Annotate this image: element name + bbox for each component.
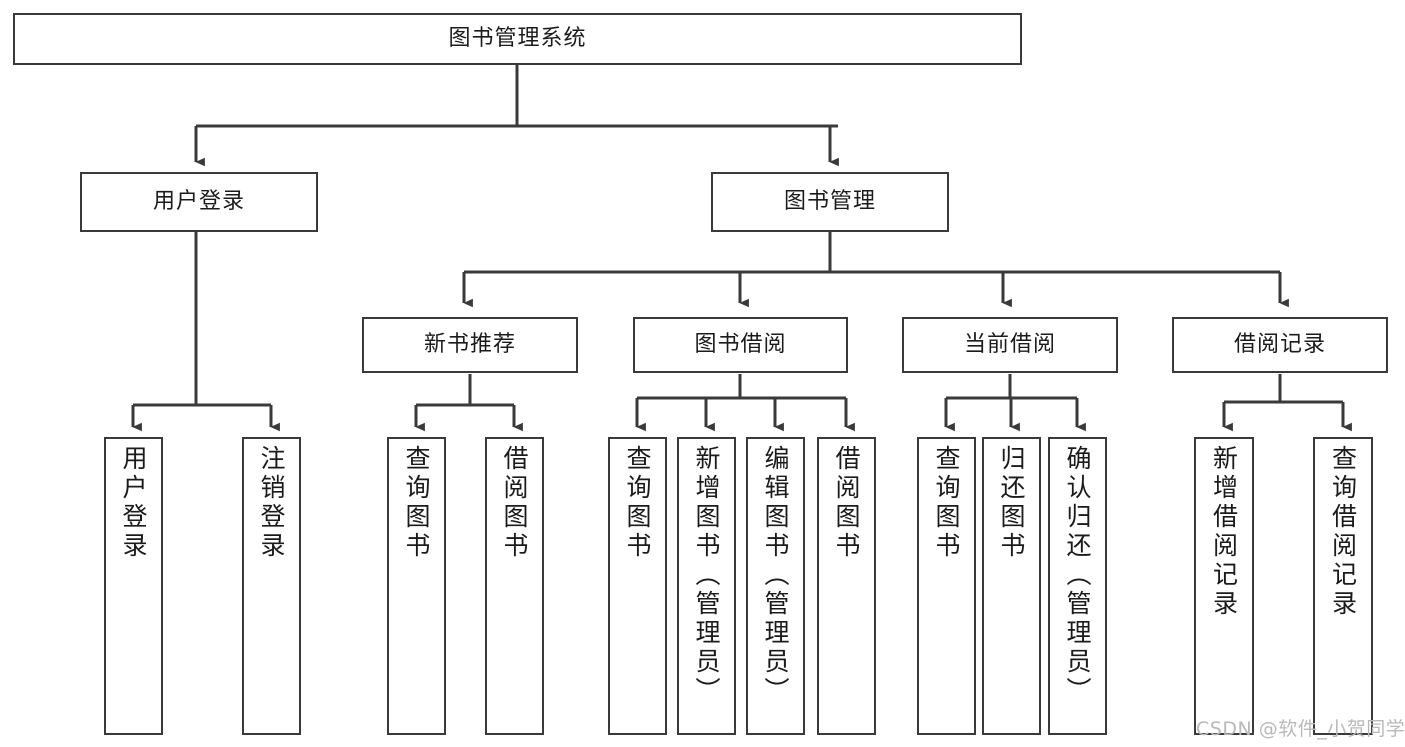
node-label: 编辑图书（管理员） [761, 445, 790, 706]
node-label: 查询图书 [932, 445, 961, 561]
node-label: 图书管理系统 [448, 25, 587, 51]
node-label: 图书借阅 [694, 331, 787, 357]
node-new-book-recommendation[interactable]: 新书推荐 [362, 317, 578, 373]
node-label: 查询图书 [623, 445, 652, 561]
node-leaf-confirm-return[interactable]: 确认归还（管理员） [1048, 437, 1107, 735]
node-label: 用户登录 [152, 188, 245, 214]
node-label: 借阅图书 [500, 445, 529, 561]
node-label: 借阅记录 [1233, 331, 1326, 357]
node-label: 新增借阅记录 [1209, 445, 1239, 619]
node-label: 查询借阅记录 [1328, 445, 1358, 619]
node-leaf-query-book-b[interactable]: 查询图书 [608, 437, 667, 735]
node-book-borrowing[interactable]: 图书借阅 [633, 317, 848, 373]
node-leaf-query-book-c[interactable]: 查询图书 [917, 437, 976, 735]
node-root-book-management-system[interactable]: 图书管理系统 [13, 13, 1022, 65]
node-label: 图书管理 [783, 188, 876, 214]
node-leaf-borrow-book-a[interactable]: 借阅图书 [485, 437, 544, 735]
csdn-watermark: CSDN @软件_小贺同学 [1196, 718, 1405, 740]
node-leaf-logout[interactable]: 注销登录 [242, 437, 301, 735]
node-label: 新增图书（管理员） [692, 445, 721, 706]
node-leaf-return-book[interactable]: 归还图书 [982, 437, 1041, 735]
node-label: 归还图书 [997, 445, 1026, 561]
node-leaf-add-borrow-record[interactable]: 新增借阅记录 [1194, 437, 1254, 735]
node-leaf-query-book-a[interactable]: 查询图书 [387, 437, 446, 735]
node-leaf-edit-book[interactable]: 编辑图书（管理员） [746, 437, 805, 735]
node-label: 确认归还（管理员） [1063, 445, 1092, 706]
node-user-login[interactable]: 用户登录 [80, 172, 318, 232]
node-book-management[interactable]: 图书管理 [711, 172, 949, 232]
node-label: 借阅图书 [832, 445, 861, 561]
node-leaf-borrow-book-b[interactable]: 借阅图书 [817, 437, 876, 735]
node-leaf-add-book[interactable]: 新增图书（管理员） [677, 437, 736, 735]
node-leaf-query-borrow-record[interactable]: 查询借阅记录 [1313, 437, 1373, 735]
node-label: 当前借阅 [963, 331, 1056, 357]
node-label: 新书推荐 [423, 331, 516, 357]
node-borrowing-record[interactable]: 借阅记录 [1172, 317, 1388, 373]
node-label: 用户登录 [119, 445, 148, 561]
node-leaf-user-login[interactable]: 用户登录 [104, 437, 163, 735]
node-label: 注销登录 [257, 445, 286, 561]
node-label: 查询图书 [402, 445, 431, 561]
node-current-borrowing[interactable]: 当前借阅 [902, 317, 1118, 373]
